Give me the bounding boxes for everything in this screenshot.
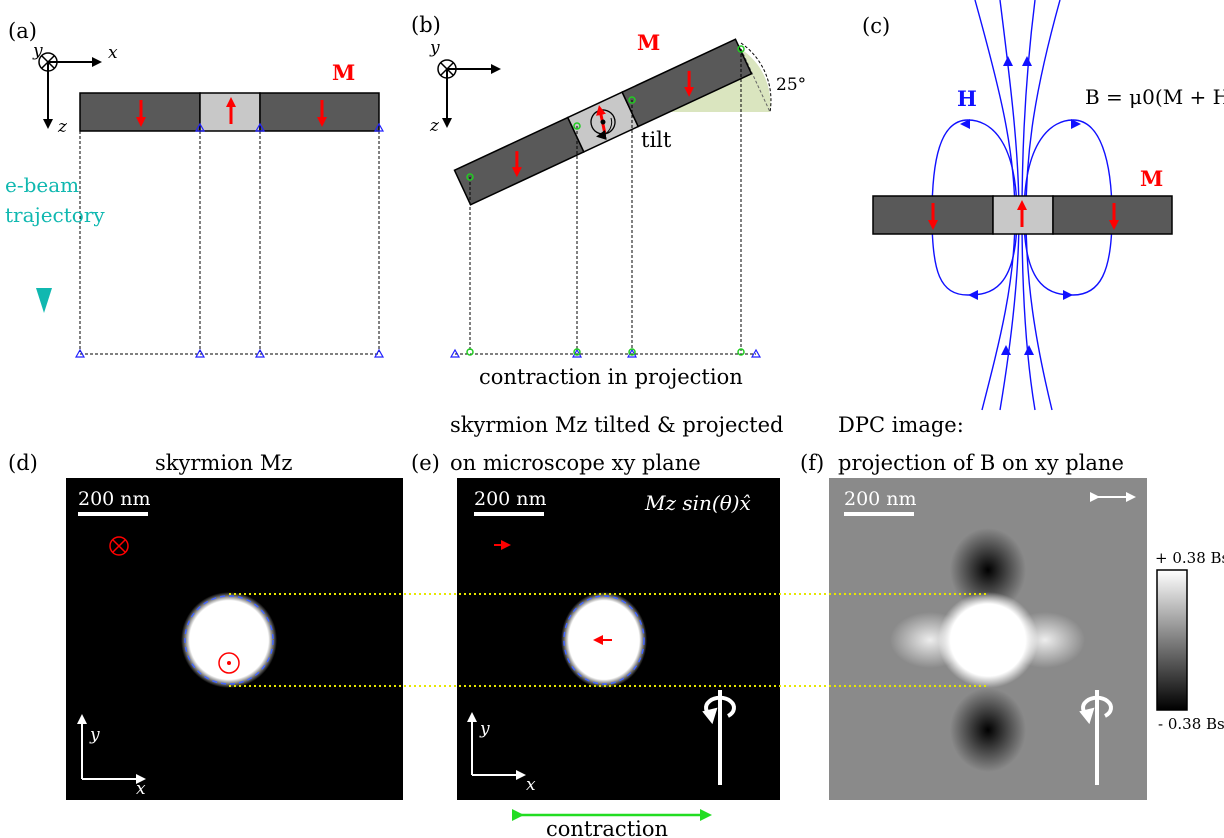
projection-markers-a <box>74 122 385 358</box>
tilt-label: tilt <box>641 128 672 152</box>
ebeam-label-line1: e-beam <box>5 173 79 197</box>
otimes-icon <box>109 536 129 556</box>
scalebar-label-e: 200 nm <box>474 488 547 510</box>
projected-markers-b <box>466 45 745 356</box>
contraction-label: contraction <box>546 817 668 838</box>
rotation-axis-icon <box>1079 690 1113 785</box>
skyrmion-disk <box>181 592 277 688</box>
panel-title-d: skyrmion Mz <box>155 451 292 475</box>
rotation-axis-icon <box>702 690 736 785</box>
tilt-angle-label: 25° <box>776 75 806 95</box>
colorbar-min-label: - 0.38 Bst <box>1158 715 1224 733</box>
magnetization-label-b: M <box>637 30 660 55</box>
panel-d: (d) skyrmion Mz 200 nm y x <box>8 451 403 800</box>
axis-y-label-e: y <box>479 719 490 739</box>
field-H-label: H <box>957 86 977 111</box>
panel-b: (b) y z 25° <box>411 13 806 389</box>
axis-y-label-d: y <box>89 725 100 745</box>
odot-icon <box>218 652 240 674</box>
panel-label-a: (a) <box>8 19 37 43</box>
scalebar-label-d: 200 nm <box>78 488 151 510</box>
coordinate-axes-e: y x <box>467 712 536 795</box>
magnetization-label-c: M <box>1140 166 1163 191</box>
panel-f: DPC image: (f) projection of B on xy pla… <box>800 413 1224 800</box>
colorbar <box>1156 569 1188 711</box>
contraction-caption: contraction in projection <box>479 365 743 389</box>
axis-z-label-a: z <box>57 117 68 137</box>
panel-label-e: (e) <box>411 451 440 475</box>
panel-a: (a) y x z M <box>5 19 385 358</box>
projection-lines-a <box>79 131 380 355</box>
axis-x-label-e: x <box>526 775 536 795</box>
guide-lines <box>229 593 988 687</box>
magnetization-label-a: M <box>332 60 355 85</box>
panel-label-c: (c) <box>862 14 890 38</box>
panel-title-f-line1: DPC image: <box>838 413 964 437</box>
panel-title-e-line2: on microscope xy plane <box>450 451 701 475</box>
axis-y-label-a: y <box>32 41 43 61</box>
axis-x-label-a: x <box>108 43 118 63</box>
colorbar-max-label: + 0.38 Bst <box>1155 549 1224 567</box>
axis-x-label-d: x <box>136 779 146 799</box>
panel-label-f: (f) <box>800 451 824 475</box>
ebeam-label-line2: trajectory <box>5 203 105 227</box>
equation-label: B = μ0(M + H) <box>1085 85 1224 109</box>
panel-label-b: (b) <box>411 13 441 37</box>
dpc-skyrmion-contrast <box>938 592 1038 688</box>
axis-z-label-b: z <box>429 116 440 136</box>
panel-label-d: (d) <box>8 451 38 475</box>
coordinate-axes-b: y z <box>429 38 501 136</box>
projection-lines-b <box>455 49 756 355</box>
magnetic-film-a <box>79 92 380 132</box>
panel-e: skyrmion Mz tilted & projected (e) on mi… <box>411 413 783 838</box>
coordinate-axes-a: y x z <box>32 41 118 137</box>
panel-title-e-line1: skyrmion Mz tilted & projected <box>450 413 783 437</box>
field-arrowheads <box>960 56 1081 355</box>
projection-formula: Mz sin(θ)x̂ <box>644 491 751 515</box>
axis-y-label-b: y <box>429 38 440 58</box>
scalebar-label-f: 200 nm <box>844 488 917 510</box>
panel-title-f-line2: projection of B on xy plane <box>838 451 1124 475</box>
coordinate-axes-d: y x <box>77 714 146 799</box>
magnetic-film-b <box>453 38 753 206</box>
panel-c: (c) H B = μ0(M + H) M <box>862 0 1224 411</box>
